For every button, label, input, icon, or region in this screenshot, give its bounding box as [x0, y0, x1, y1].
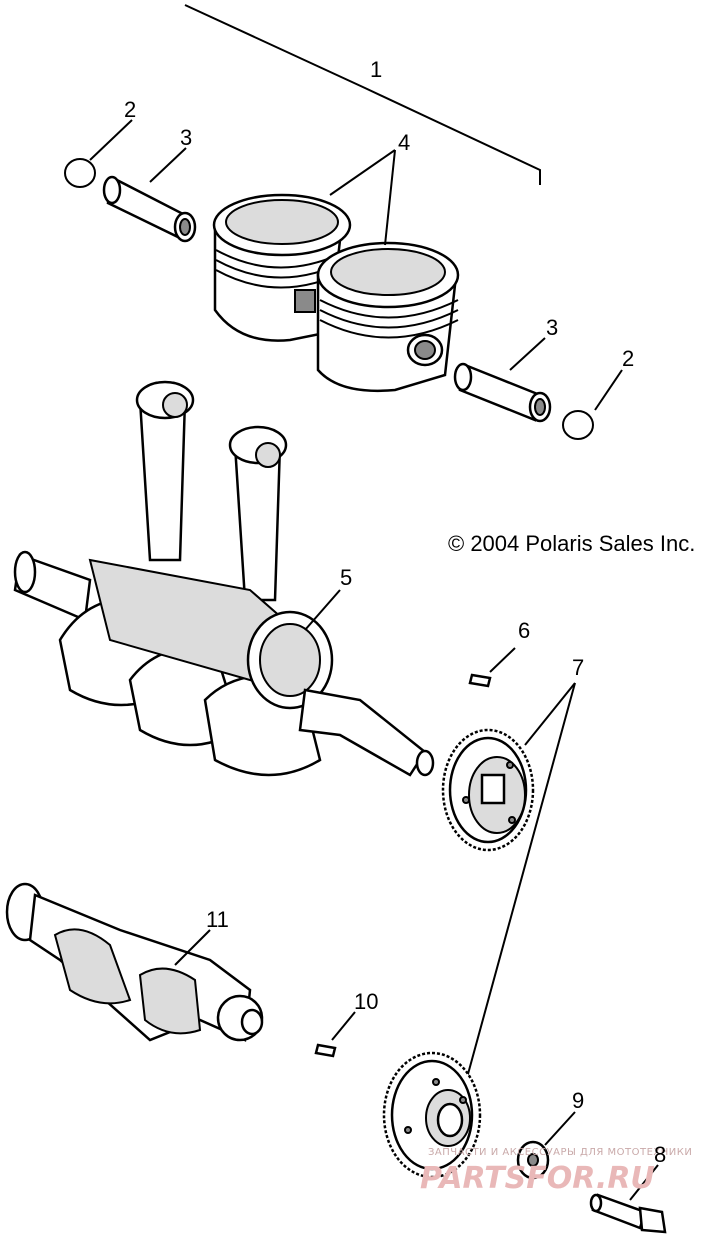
group-bracket — [184, 4, 541, 185]
callout-10: 10 — [354, 989, 378, 1014]
callout-2-left: 2 — [124, 97, 136, 122]
wrist-pin-left — [102, 147, 197, 243]
washer — [516, 1111, 576, 1180]
callout-4: 4 — [398, 130, 410, 155]
callout-7: 7 — [572, 655, 584, 680]
callout-3-right: 3 — [546, 315, 558, 340]
wrist-pin-right — [453, 337, 552, 423]
callout-1: 1 — [370, 57, 382, 82]
copyright-text: © 2004 Polaris Sales Inc. — [448, 531, 695, 556]
callout-8: 8 — [654, 1142, 666, 1167]
crank-gear — [441, 682, 576, 1086]
circlip-right — [562, 369, 623, 440]
balance-shaft — [5, 882, 264, 1042]
bolt — [589, 1164, 667, 1234]
woodruff-key-upper — [468, 647, 516, 688]
woodruff-key-lower — [314, 1011, 356, 1058]
callout-2-right: 2 — [622, 346, 634, 371]
watermark-large-text: PARTSFOR.RU — [420, 1161, 655, 1196]
callout-11: 11 — [206, 907, 229, 932]
callout-9: 9 — [572, 1088, 584, 1113]
callout-5: 5 — [340, 565, 352, 590]
callout-6: 6 — [518, 618, 530, 643]
crankshaft-assembly — [13, 380, 435, 777]
watermark-small-text: ЗАПЧАСТИ И АКСЕССУАРЫ ДЛЯ МОТОТЕХНИКИ — [428, 1147, 692, 1158]
callout-3-left: 3 — [180, 125, 192, 150]
circlip-left — [64, 119, 133, 188]
piston-front — [316, 149, 460, 393]
balance-gear — [382, 1051, 482, 1179]
